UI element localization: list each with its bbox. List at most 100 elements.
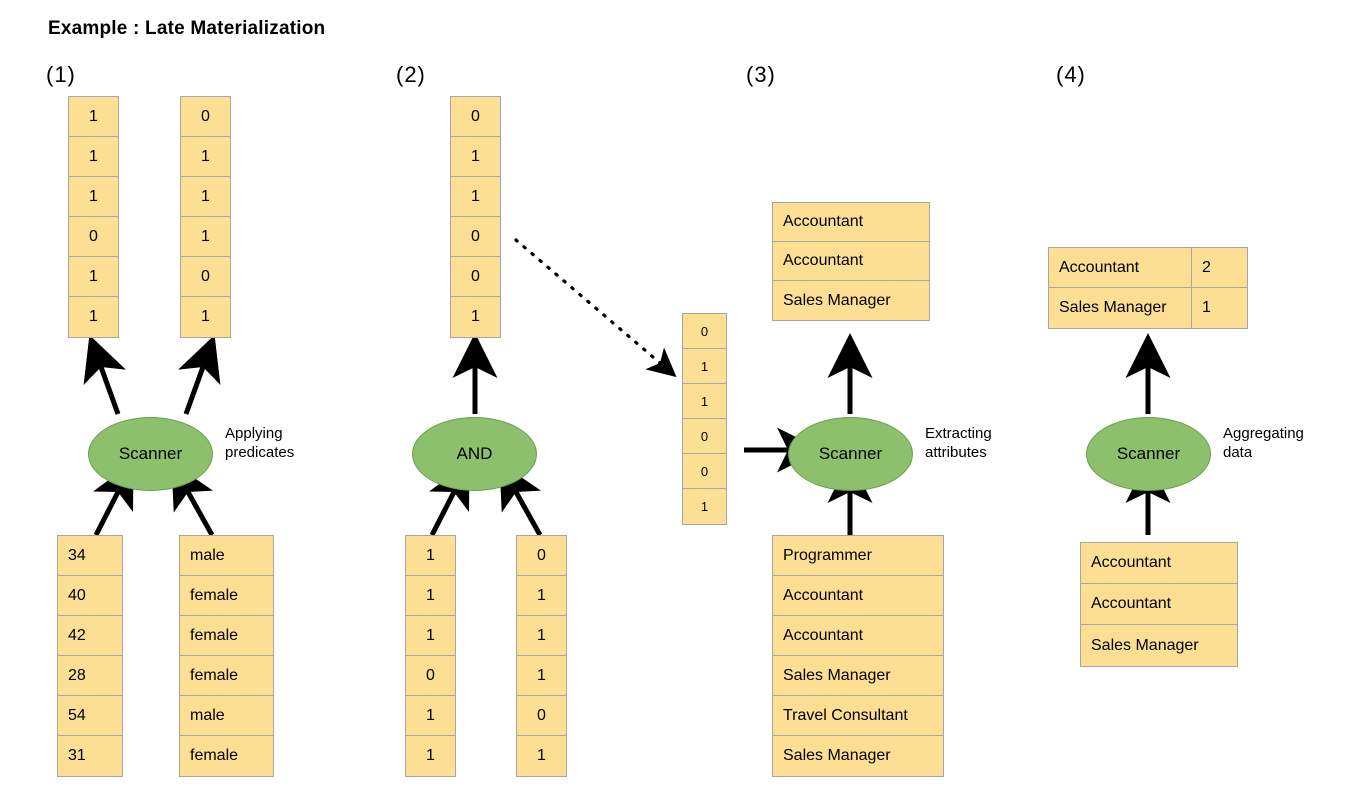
bitmap-cell: 1 xyxy=(683,384,726,419)
bitmap-cell: 1 xyxy=(451,137,500,177)
bitmap-cell: 0 xyxy=(406,656,455,696)
operator-label: Scanner xyxy=(1116,444,1181,463)
bitmap-cell: 1 xyxy=(406,696,455,736)
table-cell: 54 xyxy=(58,696,122,736)
bitmap-cell: 0 xyxy=(451,217,500,257)
step3-side-input-combined-bitmap: 0 1 1 0 0 1 xyxy=(682,313,727,525)
table-cell: Sales Manager xyxy=(1081,625,1237,666)
step4-input-extracted-jobs: Accountant Accountant Sales Manager xyxy=(1080,542,1238,667)
bitmap-cell: 1 xyxy=(683,489,726,524)
arrow-step1-in-left xyxy=(92,461,134,537)
bitmap-cell: 1 xyxy=(69,177,118,217)
arrow-dotted-bitmap-transfer xyxy=(514,238,677,378)
step-label-2: (2) xyxy=(396,62,426,87)
arrow-step1-in-right xyxy=(171,462,215,537)
table-row: Sales Manager 1 xyxy=(1049,288,1247,328)
table-cell: Travel Consultant xyxy=(773,696,943,736)
table-cell: Programmer xyxy=(773,536,943,576)
table-cell: 34 xyxy=(58,536,122,576)
step-label-1: (1) xyxy=(46,62,76,87)
step3-output-extracted-jobs: Accountant Accountant Sales Manager xyxy=(772,202,930,321)
table-cell: Accountant xyxy=(773,242,929,281)
table-cell: 28 xyxy=(58,656,122,696)
table-cell: male xyxy=(180,696,273,736)
step-label-3: (3) xyxy=(746,62,776,87)
arrow-step2-in-left xyxy=(428,461,470,537)
aggregate-value: 2 xyxy=(1202,258,1211,276)
table-cell: female xyxy=(180,736,273,776)
table-cell: 42 xyxy=(58,616,122,656)
bitmap-cell: 1 xyxy=(181,177,230,217)
bitmap-cell: 1 xyxy=(69,137,118,177)
table-cell: 40 xyxy=(58,576,122,616)
table-row: Accountant 2 xyxy=(1049,248,1247,288)
step4-aggregate-result-table: Accountant 2 Sales Manager 1 xyxy=(1048,247,1248,329)
operator-label: Scanner xyxy=(118,444,183,463)
bitmap-cell: 1 xyxy=(69,257,118,297)
bitmap-cell: 0 xyxy=(451,257,500,297)
bitmap-cell: 0 xyxy=(517,536,566,576)
aggregate-value: 1 xyxy=(1202,299,1211,316)
step2-input-bitmap-gender: 0 1 1 1 0 1 xyxy=(516,535,567,777)
bitmap-cell: 1 xyxy=(181,217,230,257)
bitmap-cell: 0 xyxy=(517,696,566,736)
aggregate-key: Sales Manager xyxy=(1049,288,1192,328)
bitmap-cell: 1 xyxy=(181,137,230,177)
caption-step4: Aggregating data xyxy=(1223,425,1304,461)
page-title: Example : Late Materialization xyxy=(48,18,326,39)
caption-step3: Extracting attributes xyxy=(925,425,992,461)
operator-scanner-step3[interactable]: Scanner xyxy=(788,417,913,491)
step1-input-age-column: 34 40 42 28 54 31 xyxy=(57,535,123,777)
bitmap-cell: 0 xyxy=(69,217,118,257)
table-cell: Accountant xyxy=(773,576,943,616)
table-cell: Accountant xyxy=(773,203,929,242)
bitmap-cell: 1 xyxy=(517,656,566,696)
bitmap-cell: 1 xyxy=(181,297,230,337)
bitmap-cell: 0 xyxy=(683,314,726,349)
step-label-4: (4) xyxy=(1056,62,1086,87)
table-cell: female xyxy=(180,616,273,656)
bitmap-cell: 1 xyxy=(69,97,118,137)
table-cell: Sales Manager xyxy=(773,736,943,776)
operator-and-step2[interactable]: AND xyxy=(412,417,537,491)
bitmap-cell: 1 xyxy=(683,349,726,384)
step1-input-gender-column: male female female female male female xyxy=(179,535,274,777)
arrow-step2-in-right xyxy=(499,462,543,537)
table-cell: female xyxy=(180,656,273,696)
table-cell: Sales Manager xyxy=(773,656,943,696)
table-cell: Sales Manager xyxy=(773,281,929,320)
bitmap-cell: 1 xyxy=(406,576,455,616)
bitmap-cell: 1 xyxy=(406,616,455,656)
bitmap-cell: 0 xyxy=(181,97,230,137)
table-cell: male xyxy=(180,536,273,576)
table-cell: 31 xyxy=(58,736,122,776)
step3-input-job-column: Programmer Accountant Accountant Sales M… xyxy=(772,535,944,777)
bitmap-cell: 1 xyxy=(517,616,566,656)
bitmap-cell: 1 xyxy=(69,297,118,337)
operator-scanner-step1[interactable]: Scanner xyxy=(88,417,213,491)
table-cell: female xyxy=(180,576,273,616)
operator-scanner-step4[interactable]: Scanner xyxy=(1086,417,1211,491)
step1-output-bitmap-age: 1 1 1 0 1 1 xyxy=(68,96,119,338)
bitmap-cell: 0 xyxy=(683,454,726,489)
step2-output-combined-bitmap: 0 1 1 0 0 1 xyxy=(450,96,501,338)
operator-label: AND xyxy=(456,444,493,463)
bitmap-cell: 1 xyxy=(451,297,500,337)
bitmap-cell: 1 xyxy=(517,576,566,616)
step1-output-bitmap-gender: 0 1 1 1 0 1 xyxy=(180,96,231,338)
operator-label: Scanner xyxy=(818,444,883,463)
bitmap-cell: 1 xyxy=(406,536,455,576)
step2-input-bitmap-age: 1 1 1 0 1 1 xyxy=(405,535,456,777)
bitmap-cell: 1 xyxy=(451,177,500,217)
caption-step1: Applying predicates xyxy=(225,425,295,461)
bitmap-cell: 0 xyxy=(181,257,230,297)
aggregate-key: Accountant xyxy=(1049,248,1192,287)
bitmap-cell: 0 xyxy=(451,97,500,137)
bitmap-cell: 1 xyxy=(517,736,566,776)
arrow-step1-out-right xyxy=(178,335,221,415)
bitmap-cell: 0 xyxy=(683,419,726,454)
arrow-step1-out-left xyxy=(83,335,126,415)
bitmap-cell: 1 xyxy=(406,736,455,776)
table-cell: Accountant xyxy=(1081,584,1237,625)
